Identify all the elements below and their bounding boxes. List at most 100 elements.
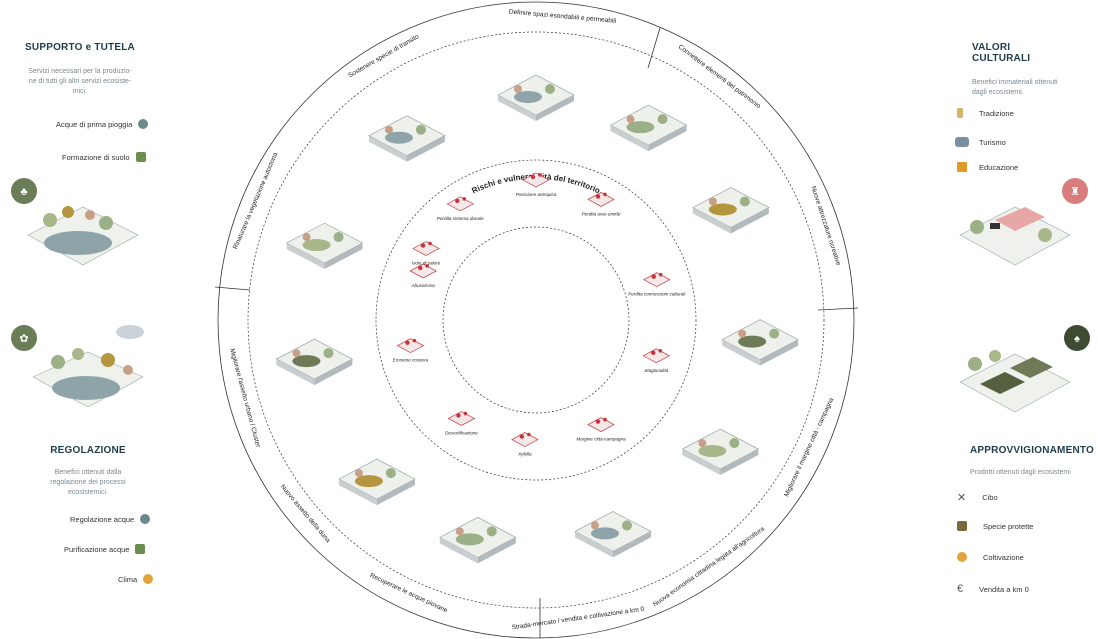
service-item: € Vendita a km 0	[957, 583, 1029, 595]
book-icon	[957, 162, 967, 172]
section-description: Benefici ottenuti dalla regolazione dei …	[33, 468, 143, 498]
section-description: Prodotti ottenuti dagli ecosistemi	[970, 468, 1095, 478]
panel-supporto: SUPPORTO e TUTELA Servizi necessari per …	[5, 42, 155, 97]
landscape-scene	[721, 319, 799, 366]
water-drop-icon	[138, 119, 149, 129]
service-item: Purificazione acque	[64, 544, 146, 554]
risk-marker: Xylella	[511, 432, 539, 457]
outer-ring-label: Strada-mercato / vendita e coltivazione …	[511, 606, 645, 632]
landscape-scene	[439, 516, 517, 564]
risk-marker: Pressione antropica	[516, 172, 557, 197]
risk-label: Stagionalità	[644, 368, 668, 373]
outer-dotted-circle	[247, 31, 825, 609]
landscape-scenes	[275, 74, 799, 564]
cloud-sun-icon	[143, 574, 154, 584]
outer-ring-label: Connettere elementi del patrimonio	[677, 44, 762, 111]
harvest-icon	[957, 552, 967, 562]
farmer-glyph: ♠	[1074, 333, 1080, 345]
section-description: Servizi necessari per la produzio- ne di…	[5, 67, 155, 97]
service-label: Acque di prima pioggia	[56, 119, 133, 129]
euro-icon: €	[957, 583, 964, 595]
service-item: ✕ Cibo	[957, 491, 998, 504]
landscape-scene	[681, 428, 759, 476]
outer-ring-label: Recuperare le acque piovane	[369, 572, 449, 614]
risk-label: Desertificazione	[445, 430, 478, 435]
landscape-scene	[368, 115, 446, 162]
quadrant-divider	[647, 27, 661, 69]
risk-label: Pressione antropica	[516, 192, 557, 197]
risk-marker: Desertificazione	[445, 411, 478, 435]
middle-dotted-circle	[375, 159, 697, 481]
plant-pot-icon	[957, 521, 967, 531]
tower-glyph: ♜	[1070, 186, 1080, 198]
outer-ring-label: Definire spazi esondabili e permeabili	[509, 8, 617, 24]
risk-marker: Perdita aree umide	[582, 192, 621, 216]
desc-line: dagli ecosistemi.	[972, 89, 1024, 96]
service-item: Turismo	[955, 137, 1006, 147]
risk-marker: Perdita sistema dunale	[437, 196, 484, 221]
tower-icon	[957, 108, 963, 118]
sprout-icon	[135, 544, 146, 554]
tree-badge-icon	[11, 178, 37, 204]
service-label: Clima	[118, 574, 138, 584]
section-title: APPROVVIGIONAMENTO	[970, 445, 1094, 456]
outer-ring-label: Nuove attrezzature ricreative	[809, 185, 841, 267]
service-label: Educazione	[979, 162, 1019, 172]
service-item: Specie protette	[957, 521, 1033, 531]
risk-label: Abusivismo	[410, 283, 435, 288]
tree-glyph: ♣	[20, 186, 27, 198]
leaf-glyph: ✿	[19, 333, 28, 345]
section-title: REGOLAZIONE	[50, 445, 126, 456]
risk-marker: Stagionalità	[642, 348, 671, 373]
sprout-icon	[135, 152, 146, 162]
panel-regolazione: REGOLAZIONE Benefici ottenuti dalla rego…	[33, 445, 143, 498]
section-title: SUPPORTO e TUTELA	[25, 42, 135, 53]
risk-label: Perdita sistema dunale	[437, 216, 484, 221]
service-label: Coltivazione	[983, 552, 1024, 562]
landscape-scene	[338, 458, 416, 506]
service-item: Tradizione	[957, 108, 1014, 118]
valori-illustration: ♜	[959, 178, 1088, 266]
approvvigionamento-illustration: ♠	[959, 325, 1090, 413]
risk-markers: Pressione antropica Perdita aree umidePer…	[393, 172, 686, 457]
desc-line: Servizi necessari per la produzio-	[28, 68, 132, 75]
risk-label: Isole di calore	[412, 261, 441, 266]
service-label: Regolazione acque	[70, 514, 135, 524]
service-label: Vendita a km 0	[979, 584, 1029, 594]
risk-marker: Isole di calore	[412, 241, 441, 266]
risk-label: Erosione costiera	[393, 358, 429, 363]
desc-line: Benefici ottenuti dalla	[54, 469, 122, 476]
service-item: Clima	[118, 574, 154, 584]
landscape-scene	[609, 104, 688, 152]
section-title: VALORI CULTURALI	[972, 42, 1031, 64]
outer-ring-label: Nuova economia cittadina legata all'agri…	[652, 525, 766, 608]
water-drop-icon	[140, 514, 151, 524]
risk-marker: Margine città-campagna	[576, 417, 626, 442]
quadrant-divider	[214, 286, 251, 291]
risk-marker: Perdita connessioni culturali	[628, 272, 686, 297]
landscape-scene	[574, 511, 652, 558]
farmer-badge-icon	[1064, 325, 1090, 351]
service-label: Purificazione acque	[64, 544, 130, 554]
supporto-illustration: ♣	[11, 178, 139, 266]
landscape-scene	[275, 338, 354, 386]
desc-line: Benefici immateriali ottenuti	[972, 79, 1058, 86]
desc-line: ecosistemici.	[67, 489, 109, 496]
service-label: Turismo	[979, 137, 1006, 147]
service-label: Formazione di suolo	[62, 152, 130, 162]
outer-ring-label: Nuovo assetto della duna	[279, 483, 332, 544]
quadrant-divider	[817, 307, 859, 311]
service-item: Acque di prima pioggia	[56, 119, 149, 129]
service-item: Formazione di suolo	[62, 152, 146, 162]
service-item: Educazione	[957, 162, 1018, 172]
leaf-badge-icon	[11, 325, 37, 351]
landscape-scene	[285, 222, 364, 270]
people-icon	[955, 137, 969, 147]
outer-ring-label: Migliorare l'assetto urbano / Cluster	[228, 348, 261, 449]
outer-ring-label: Rinaturare la vegetazione autoctona	[232, 151, 279, 250]
risk-label: Xylella	[517, 452, 532, 457]
panel-approvvigionamento: APPROVVIGIONAMENTO Prodotti ottenuti dag…	[970, 445, 1095, 478]
landscape-scene	[497, 74, 575, 121]
regolazione-illustration: ✿	[11, 325, 144, 408]
